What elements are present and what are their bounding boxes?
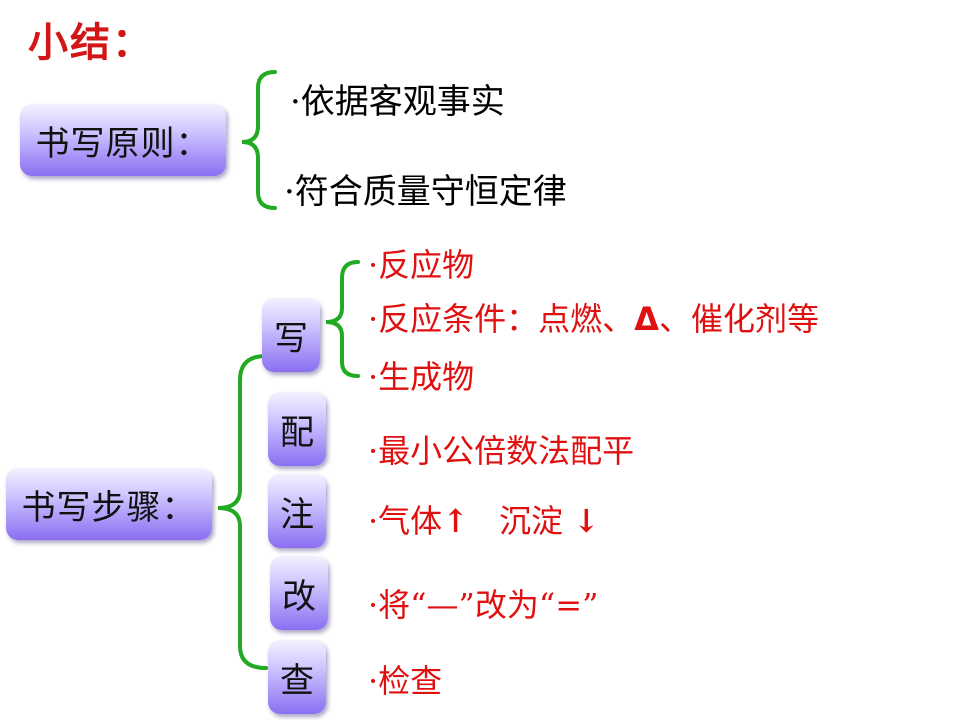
note-gas-text: ·气体 [368,502,443,540]
step-box-balance: 配 [268,392,326,466]
delta-symbol: Δ [634,300,659,338]
step-box-check-text: 查 [280,660,314,701]
step-box-write-text: 写 [274,318,308,359]
write-item-products: ·生成物 [368,358,475,396]
step-box-write: 写 [262,298,320,372]
check-item: ·检查 [368,662,443,700]
steps-label: 书写步骤： [6,468,212,540]
note-symbols: ·气体↑ 沉淀↓ [368,496,600,542]
principles-label: 书写原则： [20,104,226,176]
principle-item-2: ·符合质量守恒定律 [284,172,567,212]
note-precipitate-text: 沉淀 [499,502,564,540]
step-box-change-text: 改 [282,576,316,617]
step-box-note: 注 [268,474,326,548]
steps-label-text: 书写步骤： [21,487,197,528]
write-brace [325,260,360,378]
write-item-reactants: ·反应物 [368,246,475,284]
step-box-change: 改 [270,556,328,630]
step-box-note-text: 注 [280,494,314,535]
step-box-check: 查 [268,640,326,714]
down-arrow-icon: ↓ [573,502,600,540]
step-box-balance-text: 配 [280,412,314,453]
principles-label-text: 书写原则： [35,123,211,164]
steps-brace [217,354,268,670]
change-sign: ·将“—”改为“=” [368,586,599,624]
conditions-text-2: 、催化剂等 [658,300,819,338]
principle-item-1: ·依据客观事实 [290,82,505,122]
balance-method: ·最小公倍数法配平 [368,432,635,470]
slide-title: 小结： [28,20,154,66]
write-item-conditions: ·反应条件：点燃、Δ、催化剂等 [368,294,819,340]
conditions-text-1: ·反应条件：点燃、 [368,300,635,338]
principles-brace [241,70,277,210]
up-arrow-icon: ↑ [442,502,469,540]
